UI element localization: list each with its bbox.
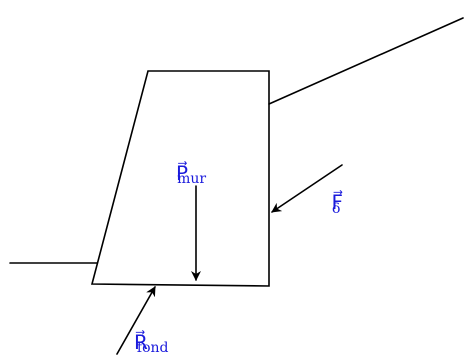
label-r-fond: R⃗fond bbox=[134, 329, 169, 356]
retaining-wall-body bbox=[90, 70, 270, 287]
label-p-mur: P⃗mur bbox=[176, 160, 206, 187]
foundation-reaction-force-arrow bbox=[116, 286, 156, 355]
earth-pressure-force-arrow bbox=[271, 164, 343, 213]
label-f-delta: F⃗δ bbox=[331, 189, 343, 217]
backfill-slope-line bbox=[268, 17, 464, 105]
